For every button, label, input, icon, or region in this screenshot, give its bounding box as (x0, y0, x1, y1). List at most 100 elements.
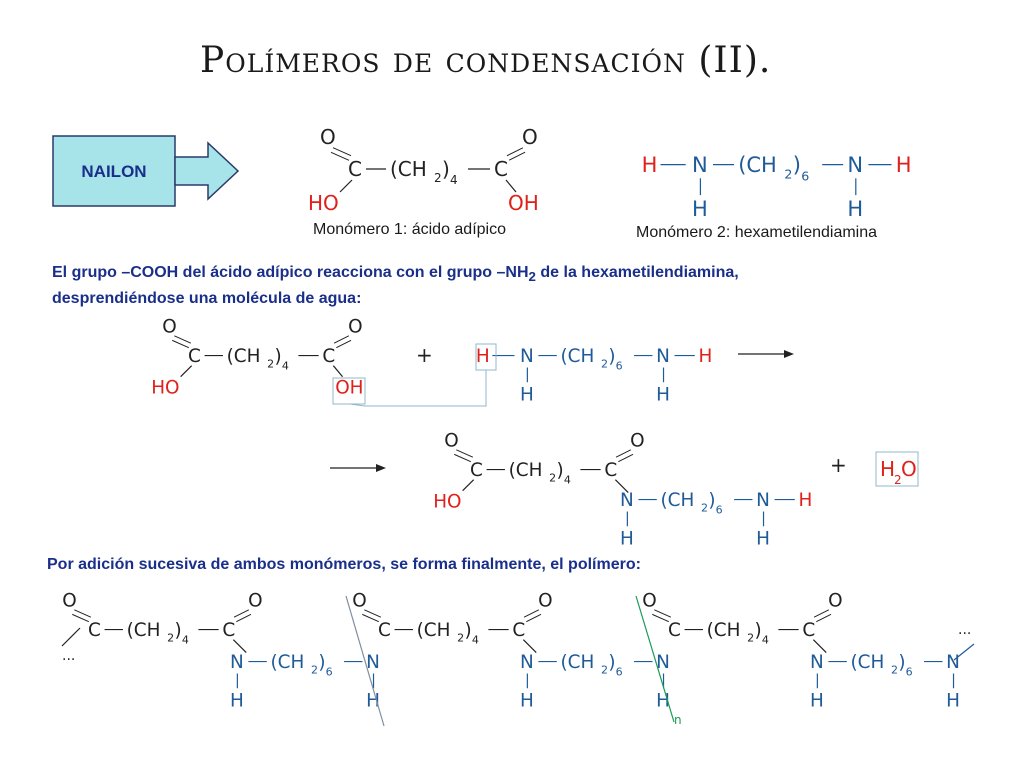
polymer-acid-2-ch2-close: ) (464, 620, 471, 641)
monomer1-dbl-left-b (332, 147, 352, 157)
polymer-amine-1-ch2-sub2: 2 (311, 664, 318, 677)
polymer-ellipsis-right: ... (958, 622, 971, 638)
reactant-acid-ch2-subn: 4 (282, 359, 289, 372)
repeat-n-label: n (674, 713, 682, 727)
polymer-amine-2-ch2-ch: (CH (560, 652, 594, 673)
polymer-amine-1-n-right: N (366, 652, 380, 673)
polymer-acid-2-dbl-left-b (364, 609, 382, 618)
polymer-amine-1-ch2-ch: (CH (270, 652, 304, 673)
polymer-acid-2-dbl-right-b (523, 609, 540, 618)
polymer-amine-2-ch2-close: ) (608, 652, 615, 673)
polymer-acid-1-dbl-right-a (236, 613, 252, 623)
badge-label: NAILON (81, 162, 146, 181)
polymer-acid-3-ch2-ch: (CH (707, 620, 741, 641)
polymer-amine-3-n-right: N (946, 652, 960, 673)
paragraph-reaction-subscript: 2 (528, 269, 536, 285)
monomer2-h-below-left: H (692, 197, 708, 221)
monomer2-ch2-sub2: 2 (784, 166, 792, 181)
reaction-plus-1: + (416, 343, 433, 367)
monomer1-c-right: C (494, 157, 508, 181)
highlight-oh-box (332, 377, 366, 405)
polymer-amine-1-n-left: N (230, 652, 244, 673)
water-h: H (880, 457, 895, 481)
badge-box (52, 135, 176, 207)
monomer2-ch2-close: ) (793, 153, 801, 177)
polymer-acid-2-o-right: O (538, 591, 552, 612)
polymer-acid-2-c-left: C (378, 620, 391, 641)
polymer-acid-2-ch2-sub2: 2 (457, 632, 464, 645)
polymer-ellipsis-left: ... (62, 648, 75, 664)
polymer-acid-1-o-left: O (62, 591, 76, 612)
reactant-acid-dbl-left-a (172, 339, 190, 349)
monomer2-ch2-subn: 6 (801, 168, 809, 183)
reactant-amine-ch2-subn: 6 (616, 359, 623, 372)
polymer-acid-1-ch2-subn: 4 (182, 633, 189, 646)
polymer-acid-2-ch2-ch: (CH (417, 620, 451, 641)
polymer-acid-1-ch2-ch: (CH (127, 620, 161, 641)
polymer-amine-2-n-right: N (656, 652, 670, 673)
reactant-acid-dbl-right-a (336, 339, 352, 349)
product-acid-o-left: O (444, 431, 458, 452)
polymer-acid-3-c-left: C (668, 620, 681, 641)
polymer-amine-3-h-below-right: H (946, 691, 960, 712)
nailon-badge: NAILON (52, 135, 242, 211)
product-acid-ch2-subn: 4 (564, 473, 571, 486)
polymer-amine-1-h-below-left: H (230, 691, 244, 712)
reaction-arrow-1-head (784, 350, 794, 358)
reaction-plus-2: + (830, 453, 847, 477)
polymer-acid-1-o-right: O (248, 591, 262, 612)
monomer1-o-left: O (320, 125, 336, 149)
polymer-acid-2-o-left: O (352, 591, 366, 612)
product-acid-dbl-right-a (618, 453, 634, 463)
polymer-acid-3-dbl-left-a (652, 613, 670, 623)
monomer1-oh: OH (508, 191, 539, 215)
right-arrow-icon (174, 141, 240, 201)
polymer-acid-3-c-right: C (802, 620, 815, 641)
reactant-acid-c-left: C (188, 346, 201, 367)
water-box (875, 451, 919, 487)
repeat-bracket-right (635, 595, 675, 723)
repeat-bracket-left (345, 595, 385, 727)
product-amine-ch2-subn: 6 (716, 503, 723, 516)
polymer-acid-1-c-right: C (222, 620, 235, 641)
monomer1-bond-oh (505, 179, 517, 193)
polymer-acid-1-bond-cn (232, 639, 247, 653)
product-acid-o-right: O (630, 431, 644, 452)
reactant-amine-n-right: N (656, 346, 670, 367)
product-amine-ch2-close: ) (708, 490, 715, 511)
product-acid-ch2-sub2: 2 (549, 472, 556, 485)
product-acid-ch2-close: ) (556, 460, 563, 481)
polymer-acid-3-o-right: O (828, 591, 842, 612)
paragraph-reaction-line1-pre: El grupo –COOH del ácido adípico reaccio… (52, 264, 529, 281)
polymer-amine-1-h-below-right: H (366, 691, 380, 712)
polymer-acid-2-dbl-right-a (526, 613, 542, 623)
polymer-acid-2-c-right: C (512, 620, 525, 641)
polymer-acid-3-bond-cn (812, 639, 827, 653)
monomer1-c-left: C (348, 157, 362, 181)
paragraph-reaction: El grupo –COOH del ácido adípico reaccio… (52, 262, 739, 310)
polymer-amine-3-h-below-left: H (810, 691, 824, 712)
polymer-amine-3-n-left: N (810, 652, 824, 673)
polymer-amine-2-ch2-sub2: 2 (601, 664, 608, 677)
monomer1-o-right: O (522, 125, 538, 149)
product-amine-h-right: H (798, 490, 812, 511)
product-acid-c-left: C (470, 460, 483, 481)
polymer-acid-1-c-left: C (88, 620, 101, 641)
monomer2-h-right: H (896, 153, 912, 177)
polymer-amine-3-ch2-subn: 6 (906, 665, 913, 678)
product-amine-n-right: N (756, 490, 770, 511)
reactant-amine-ch2-close: ) (608, 346, 615, 367)
polymer-acid-2-bond-cn (522, 639, 537, 653)
reactant-amine-n-left: N (520, 346, 534, 367)
product-acid-ho: HO (433, 491, 461, 512)
polymer-acid-3-ch2-close: ) (754, 620, 761, 641)
product-acid-dbl-right-b (615, 449, 632, 458)
monomer1-dbl-right-a (508, 151, 526, 161)
paragraph-polymer: Por adición sucesiva de ambos monómeros,… (47, 556, 641, 573)
reactant-acid-oh: OH (335, 377, 363, 398)
product-amine-n-left: N (620, 490, 634, 511)
reactant-acid-dbl-right-b (333, 335, 350, 344)
product-acid-dbl-left-a (454, 453, 472, 463)
polymer-acid-3-o-left: O (642, 591, 656, 612)
